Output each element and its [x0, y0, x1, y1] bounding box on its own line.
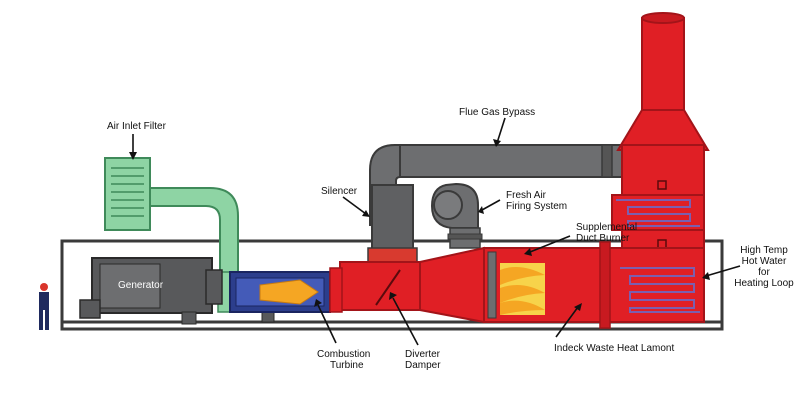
label-supplemental-line2: Duct Burner — [576, 233, 630, 244]
label-high-temp-line1: High Temp — [740, 245, 788, 256]
silencer — [367, 184, 418, 263]
leader-arrows — [132, 117, 741, 346]
label-fresh-air-line2: Firing System — [506, 201, 568, 212]
person-figure — [39, 283, 49, 330]
fresh-air-fan — [430, 182, 483, 249]
heat-recovery-coil — [620, 267, 700, 313]
arrowheads — [129, 139, 710, 311]
label-diverter-line2: Damper — [405, 360, 441, 371]
label-flue-gas-bypass: Flue Gas Bypass — [459, 107, 536, 118]
stack-coil — [616, 199, 700, 227]
label-combustion-line2: Turbine — [330, 360, 364, 371]
generator — [79, 257, 275, 325]
flue-gas-bypass-duct — [369, 144, 631, 226]
label-high-temp-line4: Heating Loop — [734, 278, 794, 289]
label-generator: Generator — [118, 280, 164, 291]
label-supplemental-line1: Supplemental — [576, 222, 638, 233]
combustion-turbine — [229, 267, 343, 313]
label-high-temp-line3: for — [758, 267, 770, 278]
label-high-temp-line2: Hot Water — [741, 256, 787, 267]
label-silencer: Silencer — [321, 186, 358, 197]
duct-burner-flames — [500, 263, 545, 315]
label-air-inlet-filter: Air Inlet Filter — [107, 121, 166, 132]
label-combustion-line1: Combustion — [317, 349, 371, 360]
label-indeck: Indeck Waste Heat Lamont — [554, 343, 675, 354]
label-diverter-line1: Diverter — [405, 349, 441, 360]
label-fresh-air-line1: Fresh Air — [506, 190, 547, 201]
